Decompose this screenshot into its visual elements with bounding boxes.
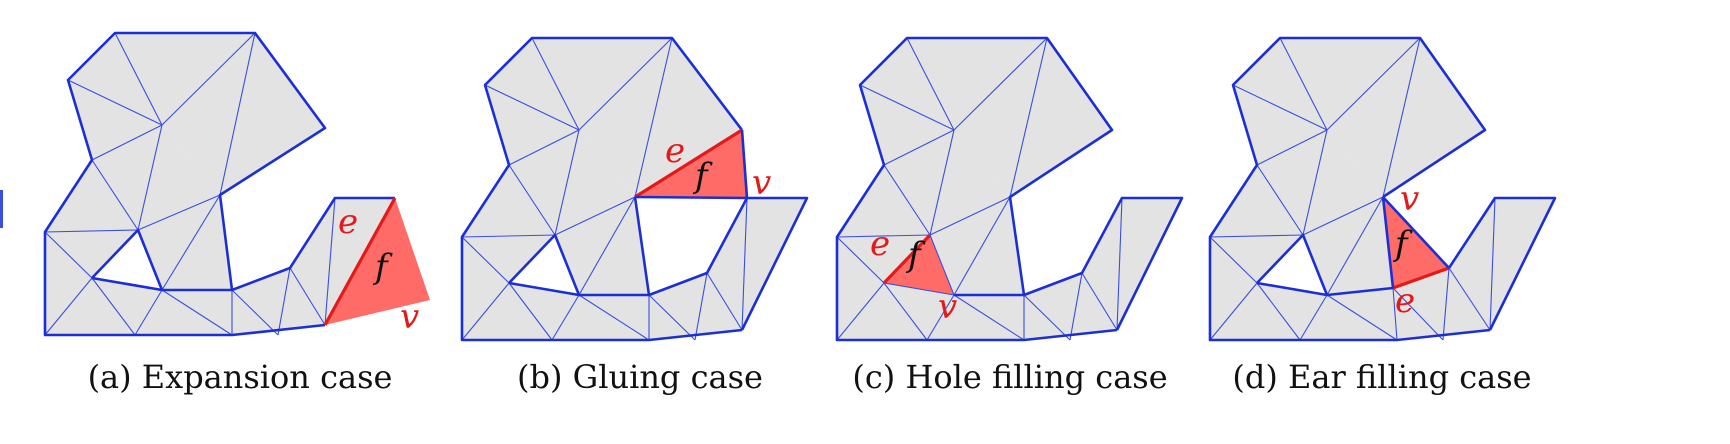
highlight-face-f	[884, 235, 954, 295]
caption-b: (b) Gluing case	[517, 358, 763, 396]
caption-c: (c) Hole filling case	[852, 358, 1167, 396]
left-edge-mark	[0, 190, 3, 228]
panel-b-labels: e f v (b) Gluing case	[517, 131, 771, 396]
panel-c	[835, 36, 1184, 342]
highlight-edge-e	[634, 128, 743, 199]
label-v: v	[752, 163, 771, 203]
highlight-edge-e	[1392, 266, 1450, 290]
label-e: e	[338, 202, 358, 242]
label-v: v	[400, 297, 419, 337]
caption-a: (a) Expansion case	[88, 358, 393, 396]
highlight-edge-e	[882, 233, 932, 285]
label-e: e	[1395, 281, 1415, 321]
highlight-face-f	[325, 198, 430, 325]
label-e: e	[665, 131, 685, 171]
panel-d	[1208, 36, 1557, 342]
highlight-edge-e	[323, 197, 397, 326]
panel-c-labels: e f v (c) Hole filling case	[852, 224, 1167, 396]
highlight-face-f	[1383, 197, 1449, 288]
label-v: v	[1400, 179, 1419, 219]
caption-d: (d) Ear filling case	[1232, 358, 1531, 396]
label-e: e	[870, 224, 890, 264]
panel-b	[460, 36, 809, 342]
label-v: v	[938, 287, 957, 327]
panel-a: e f v (a) Expansion case	[43, 31, 430, 396]
